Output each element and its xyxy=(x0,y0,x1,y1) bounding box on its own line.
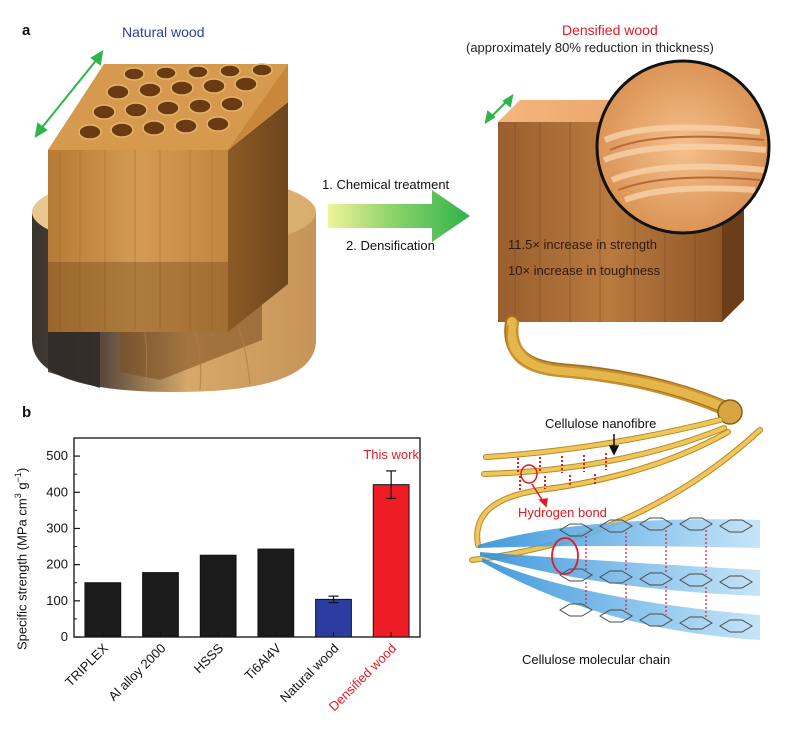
bar xyxy=(372,484,410,638)
y-axis-label: Specific strength (MPa cm3 g−1) xyxy=(13,467,30,650)
x-tick-label: Ti6Al4V xyxy=(241,640,284,683)
densified-wood-title: Densified wood xyxy=(562,22,658,38)
nanofibre-label: Cellulose nanofibre xyxy=(545,416,657,431)
bar xyxy=(315,598,352,638)
y-tick-label: 500 xyxy=(46,448,68,463)
molecular-chain-ribbons xyxy=(478,517,760,640)
y-tick-label: 200 xyxy=(46,557,68,572)
this-work-annotation: This work xyxy=(363,447,419,462)
y-tick-label: 0 xyxy=(61,629,68,644)
hbond-pointer xyxy=(531,483,548,508)
hydrogen-bond-marks xyxy=(517,453,607,490)
thickness-arrow-natural xyxy=(34,50,104,138)
toughness-note: 10× increase in toughness xyxy=(508,263,661,278)
hbond-highlight xyxy=(520,464,538,484)
plot-frame xyxy=(73,437,421,638)
x-tick-label: HSSS xyxy=(191,640,227,676)
bar xyxy=(84,582,122,638)
process-step-1: 1. Chemical treatment xyxy=(322,177,450,192)
bar xyxy=(257,548,295,638)
molecular-chain-label: Cellulose molecular chain xyxy=(522,652,671,667)
strength-note: 11.5× increase in strength xyxy=(508,237,657,252)
zoom-circle xyxy=(595,59,771,235)
y-tick-label: 400 xyxy=(46,484,68,499)
cellulose-nanofibres xyxy=(469,417,763,563)
nanofibre-pointer xyxy=(608,434,620,456)
x-tick-label: TRIPLEX xyxy=(62,640,111,689)
densified-subtitle: (approximately 80% reduction in thicknes… xyxy=(466,40,714,55)
process-arrow xyxy=(328,190,470,242)
y-tick-label: 300 xyxy=(46,520,68,535)
x-tick-label: Natural wood xyxy=(277,641,342,706)
panel-a-label: a xyxy=(22,22,31,39)
thickness-arrow-densified xyxy=(484,93,514,125)
bar xyxy=(199,554,237,638)
bar xyxy=(142,572,179,638)
natural-wood-cube xyxy=(48,63,288,332)
natural-wood-title: Natural wood xyxy=(122,24,205,40)
panel-b-label: b xyxy=(22,404,32,421)
fibre-bundle xyxy=(504,315,743,425)
x-tick-label: Al alloy 2000 xyxy=(105,641,168,704)
y-tick-label: 100 xyxy=(46,593,68,608)
hydrogen-bond-label: Hydrogen bond xyxy=(518,505,607,520)
process-step-2: 2. Densification xyxy=(346,238,435,253)
